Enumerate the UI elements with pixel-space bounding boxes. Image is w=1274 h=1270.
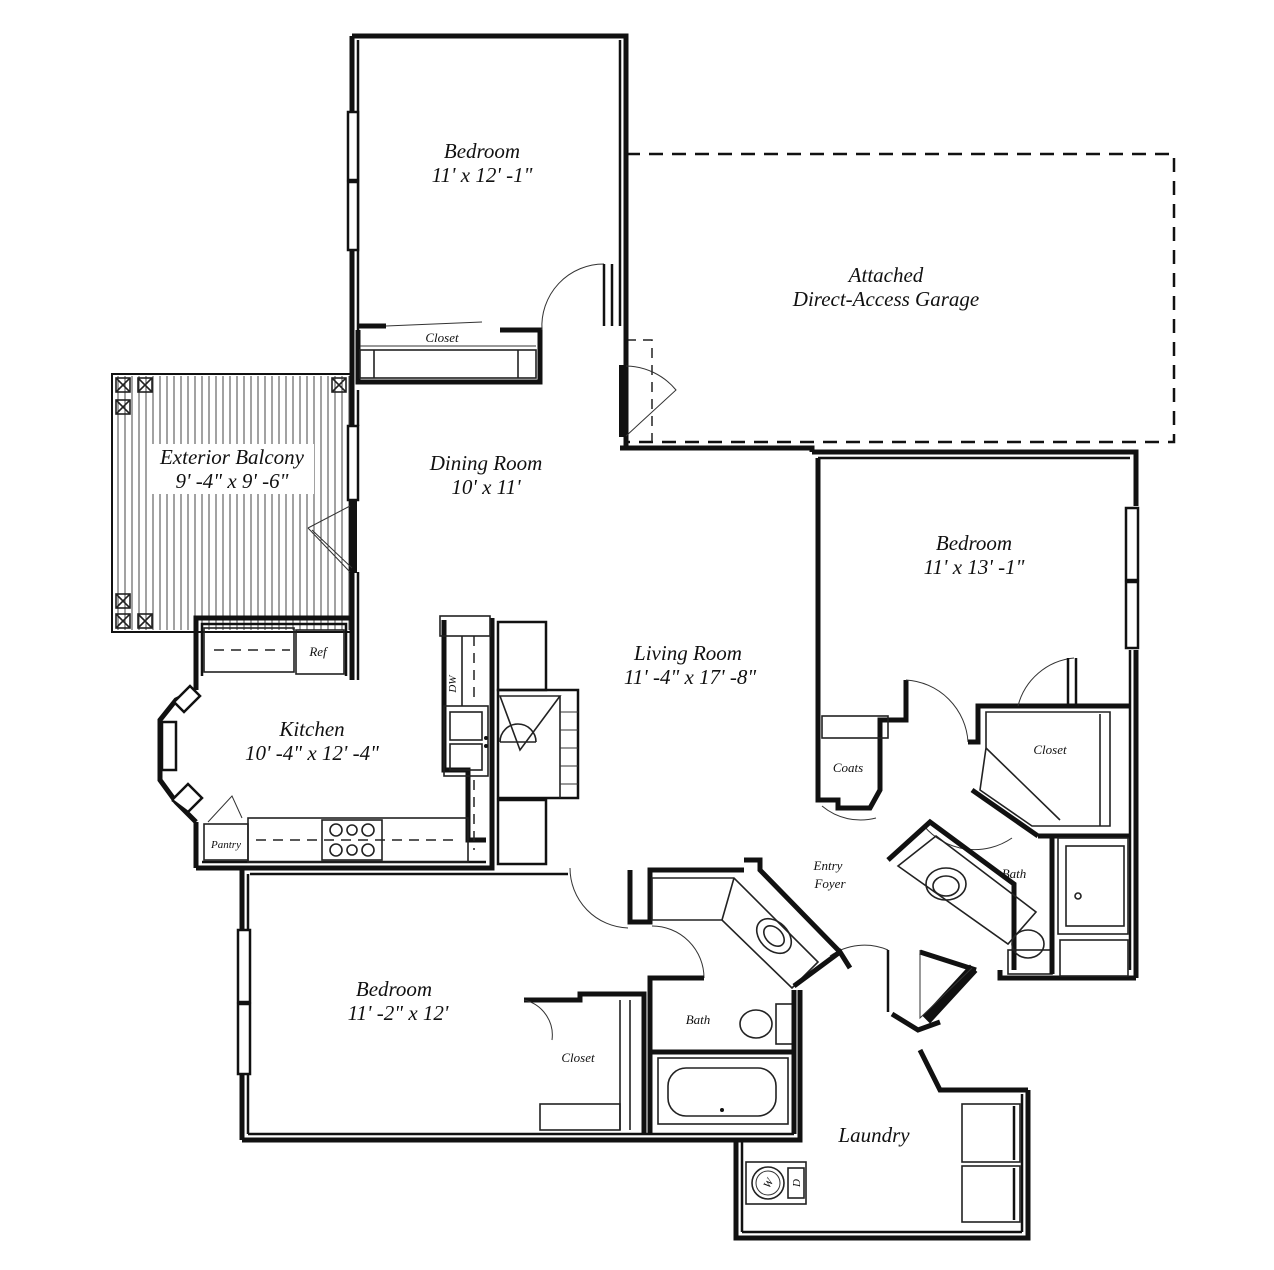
closet-right-label: Closet [1033, 742, 1067, 757]
doors [307, 365, 677, 573]
dining-dims: 10' x 11' [451, 475, 521, 499]
bedroom-top-dims: 11' x 12' -1" [432, 163, 533, 187]
garage-label-2: Direct-Access Garage [792, 287, 979, 311]
dw-label: DW [447, 675, 459, 694]
balcony-name: Exterior Balcony [159, 445, 305, 469]
ref-label: Ref [308, 644, 329, 659]
closet-top-label: Closet [425, 330, 459, 345]
pantry-label: Pantry [210, 839, 241, 851]
garage-outline [626, 152, 1176, 444]
closet-bottom-label: Closet [561, 1050, 595, 1065]
dining-name: Dining Room [429, 451, 543, 475]
balcony-dims: 9' -4" x 9' -6" [176, 469, 289, 493]
interior-walls [157, 263, 1130, 1223]
exterior-walls [193, 33, 1139, 1241]
washer-label: W [761, 1176, 776, 1191]
bedroom-right-dims: 11' x 13' -1" [924, 555, 1025, 579]
laundry-name: Laundry [837, 1123, 910, 1147]
dryer-label: D [791, 1179, 803, 1188]
bedroom-bottom-dims: 11' -2" x 12' [348, 1001, 449, 1025]
foyer-label-1: Entry [813, 858, 843, 873]
coats-label: Coats [833, 760, 863, 775]
exterior-balcony [111, 373, 353, 633]
bedroom-right-name: Bedroom [936, 531, 1012, 555]
bedroom-bottom-name: Bedroom [356, 977, 432, 1001]
bath-center-name: Bath [686, 1012, 711, 1027]
bedroom-top-name: Bedroom [444, 139, 520, 163]
kitchen-dims: 10' -4" x 12' -4" [245, 741, 379, 765]
room-labels: Bedroom 11' x 12' -1" Attached Direct-Ac… [150, 139, 1067, 1190]
windows [236, 110, 1140, 1076]
kitchen-name: Kitchen [278, 717, 344, 741]
living-dims: 11' -4" x 17' -8" [624, 665, 757, 689]
living-name: Living Room [633, 641, 742, 665]
bath-right-name: Bath [1002, 866, 1027, 881]
garage-label-1: Attached [847, 263, 924, 287]
foyer-label-2: Foyer [813, 876, 846, 891]
